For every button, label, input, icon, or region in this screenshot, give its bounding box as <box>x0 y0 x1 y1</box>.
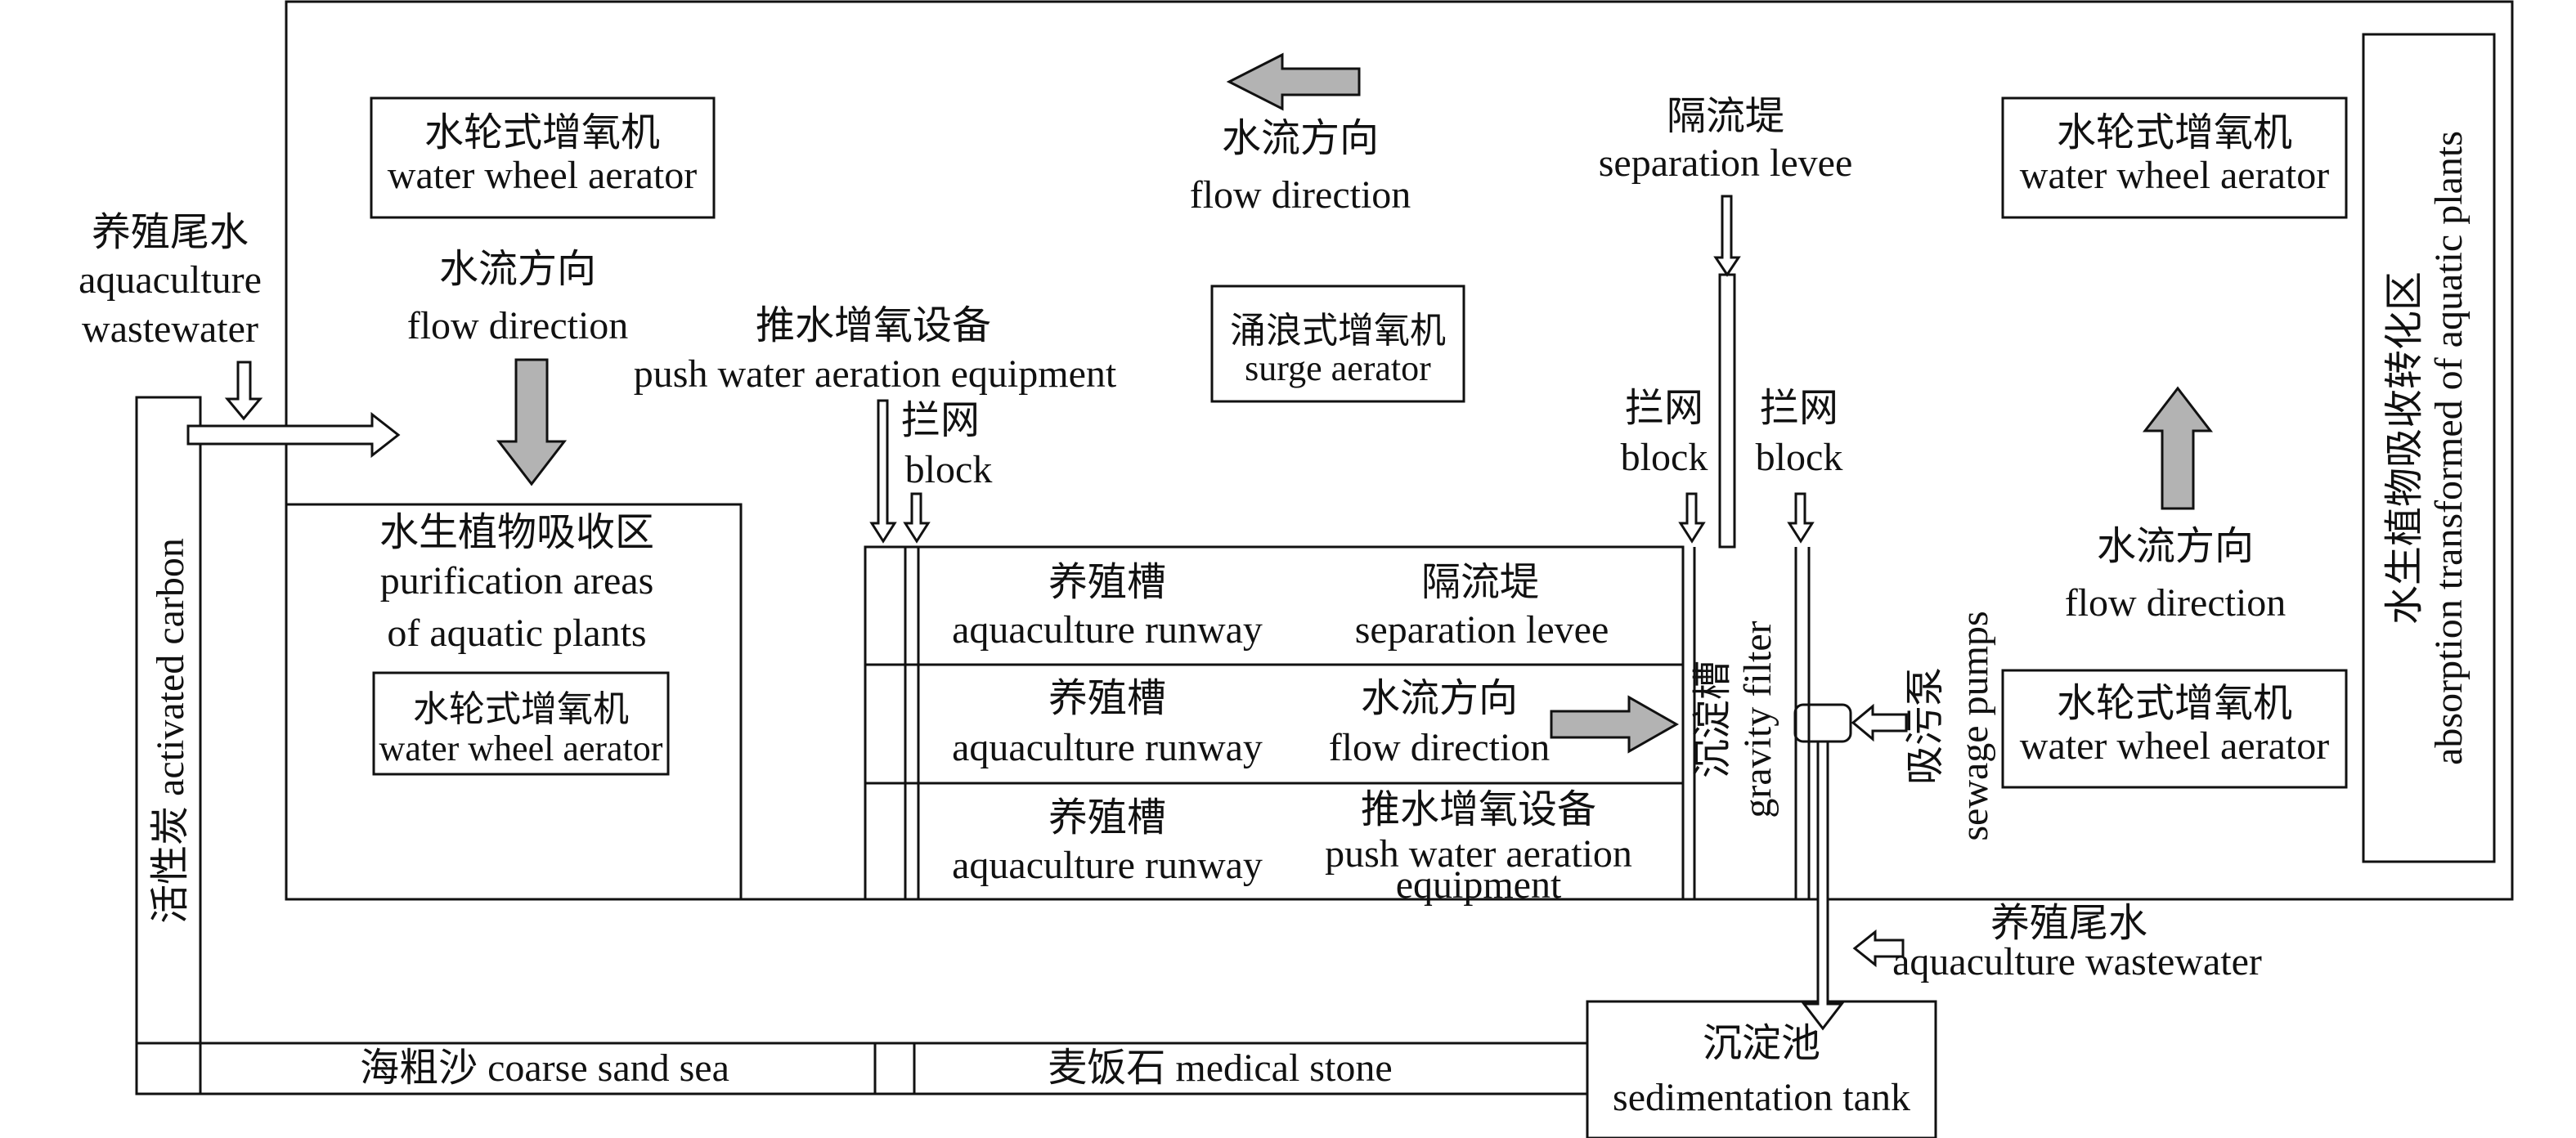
water-wheel-aerator-box-top-right <box>2001 96 2348 219</box>
sewage-pump-icon <box>1793 703 1852 743</box>
sedimentation-tank-en: sedimentation tank <box>1613 1076 1910 1119</box>
absorption-zone-zh: 水生植物吸收转化区 <box>2383 271 2426 625</box>
levee-inner-zh: 隔流堤 <box>1421 561 1539 604</box>
flow-arrow-top-center <box>1226 52 1361 111</box>
runway-3-zh: 养殖槽 <box>1048 796 1166 840</box>
inflow-label-en-1: aquaculture <box>79 258 262 302</box>
inflow-down-arrow <box>224 361 263 421</box>
levee-pointer-arrow <box>1713 195 1741 277</box>
flow-top-left-en: flow direction <box>407 304 629 347</box>
wwa-right-en: water wheel aerator <box>2020 724 2329 768</box>
water-wheel-aerator-box-left <box>372 671 670 776</box>
purify-en-1: purification areas <box>380 559 654 603</box>
sedimentation-tank-box <box>1586 1000 1937 1138</box>
push-equipment-pointer-arrow <box>869 399 897 544</box>
surge-aerator-box <box>1210 284 1465 403</box>
block-label-1-en: block <box>905 448 993 491</box>
water-wheel-aerator-box-right <box>2001 669 2348 789</box>
block-pointer-arrow-3 <box>1787 492 1815 544</box>
runway-2-en: aquaculture runway <box>952 726 1263 769</box>
absorption-zone-box <box>2362 33 2496 863</box>
wwa-right-zh: 水轮式增氧机 <box>2057 682 2292 725</box>
push-inner-en-2: equipment <box>1396 863 1562 907</box>
levee-inner-en: separation levee <box>1355 608 1609 652</box>
runway-1-en: aquaculture runway <box>952 608 1263 652</box>
push-inner-en-1: push water aeration <box>1325 832 1632 876</box>
sewage-pumps-zh: 吸污泵 <box>1904 667 1947 785</box>
absorption-zone-en: absorption transformed of aquatic plants <box>2427 131 2471 765</box>
flow-arrow-runway <box>1550 695 1680 754</box>
flow-inner-en: flow direction <box>1329 726 1551 769</box>
purification-area-box <box>285 503 743 901</box>
runway-block <box>864 545 1685 901</box>
flow-arrow-up-right <box>2142 386 2214 510</box>
wwa-top-right-zh: 水轮式增氧机 <box>2057 111 2292 155</box>
outflow-label-zh: 养殖尾水 <box>1990 902 2147 945</box>
water-wheel-aerator-box-top-left <box>370 96 716 219</box>
separation-levee-bar <box>1718 273 1736 549</box>
surge-aerator-en: surge aerator <box>1245 348 1431 388</box>
block-label-2-zh: 拦网 <box>1625 387 1703 430</box>
outflow-label-en: aquaculture wastewater <box>1892 940 2262 983</box>
block-pointer-arrow-2 <box>1678 492 1706 544</box>
purify-en-2: of aquatic plants <box>387 612 646 655</box>
runway-1-zh: 养殖槽 <box>1048 561 1166 604</box>
flow-top-center-zh: 水流方向 <box>1222 117 1379 160</box>
push-inner-zh: 推水增氧设备 <box>1361 788 1596 831</box>
inflow-horizontal-arrow <box>186 411 401 459</box>
flow-top-center-en: flow direction <box>1190 173 1411 217</box>
medical-stone-label: 麦饭石 medical stone <box>1048 1046 1392 1090</box>
wwa-top-left-zh: 水轮式增氧机 <box>424 111 660 155</box>
wastewater-return-arrow <box>1852 929 1905 968</box>
gravity-filter-zh: 沉淀槽 <box>1691 661 1735 778</box>
flow-right-en: flow direction <box>2065 581 2287 625</box>
surge-aerator-zh: 涌浪式增氧机 <box>1230 311 1446 351</box>
block-label-2-en: block <box>1621 436 1708 479</box>
sewage-pumps-en: sewage pumps <box>1953 611 1996 840</box>
purify-zh: 水生植物吸收区 <box>379 511 654 554</box>
wwa-left-zh: 水轮式增氧机 <box>413 689 629 729</box>
coarse-sand-label: 海粗沙 coarse sand sea <box>360 1046 729 1090</box>
inflow-label-en-2: wastewater <box>82 307 258 351</box>
levee-top-en: separation levee <box>1599 141 1853 185</box>
runway-2-zh: 养殖槽 <box>1048 677 1166 720</box>
block-label-3-en: block <box>1756 436 1843 479</box>
push-top-zh: 推水增氧设备 <box>756 304 991 347</box>
activated-carbon-label: 活性炭 activated carbon <box>149 538 192 924</box>
inflow-label-zh: 养殖尾水 <box>92 211 249 254</box>
flow-top-left-zh: 水流方向 <box>439 248 596 291</box>
sedimentation-tank-zh: 沉淀池 <box>1703 1022 1820 1065</box>
wwa-top-right-en: water wheel aerator <box>2020 154 2329 197</box>
block-label-1-zh: 拦网 <box>901 399 980 442</box>
flow-inner-zh: 水流方向 <box>1361 677 1518 720</box>
block-label-3-zh: 拦网 <box>1760 387 1838 430</box>
flow-arrow-down-left <box>496 358 568 486</box>
block-pointer-arrow-1 <box>903 492 931 544</box>
runway-3-en: aquaculture runway <box>952 844 1263 887</box>
flow-right-zh: 水流方向 <box>2097 525 2254 568</box>
wwa-top-left-en: water wheel aerator <box>388 154 697 197</box>
wwa-left-en: water wheel aerator <box>379 728 663 768</box>
gravity-filter-en: gravity filter <box>1736 621 1779 818</box>
push-top-en: push water aeration equipment <box>634 352 1117 396</box>
pump-discharge-arrow <box>1801 740 1845 1031</box>
pump-inflow-arrow <box>1851 703 1908 742</box>
levee-top-zh: 隔流堤 <box>1667 95 1784 138</box>
